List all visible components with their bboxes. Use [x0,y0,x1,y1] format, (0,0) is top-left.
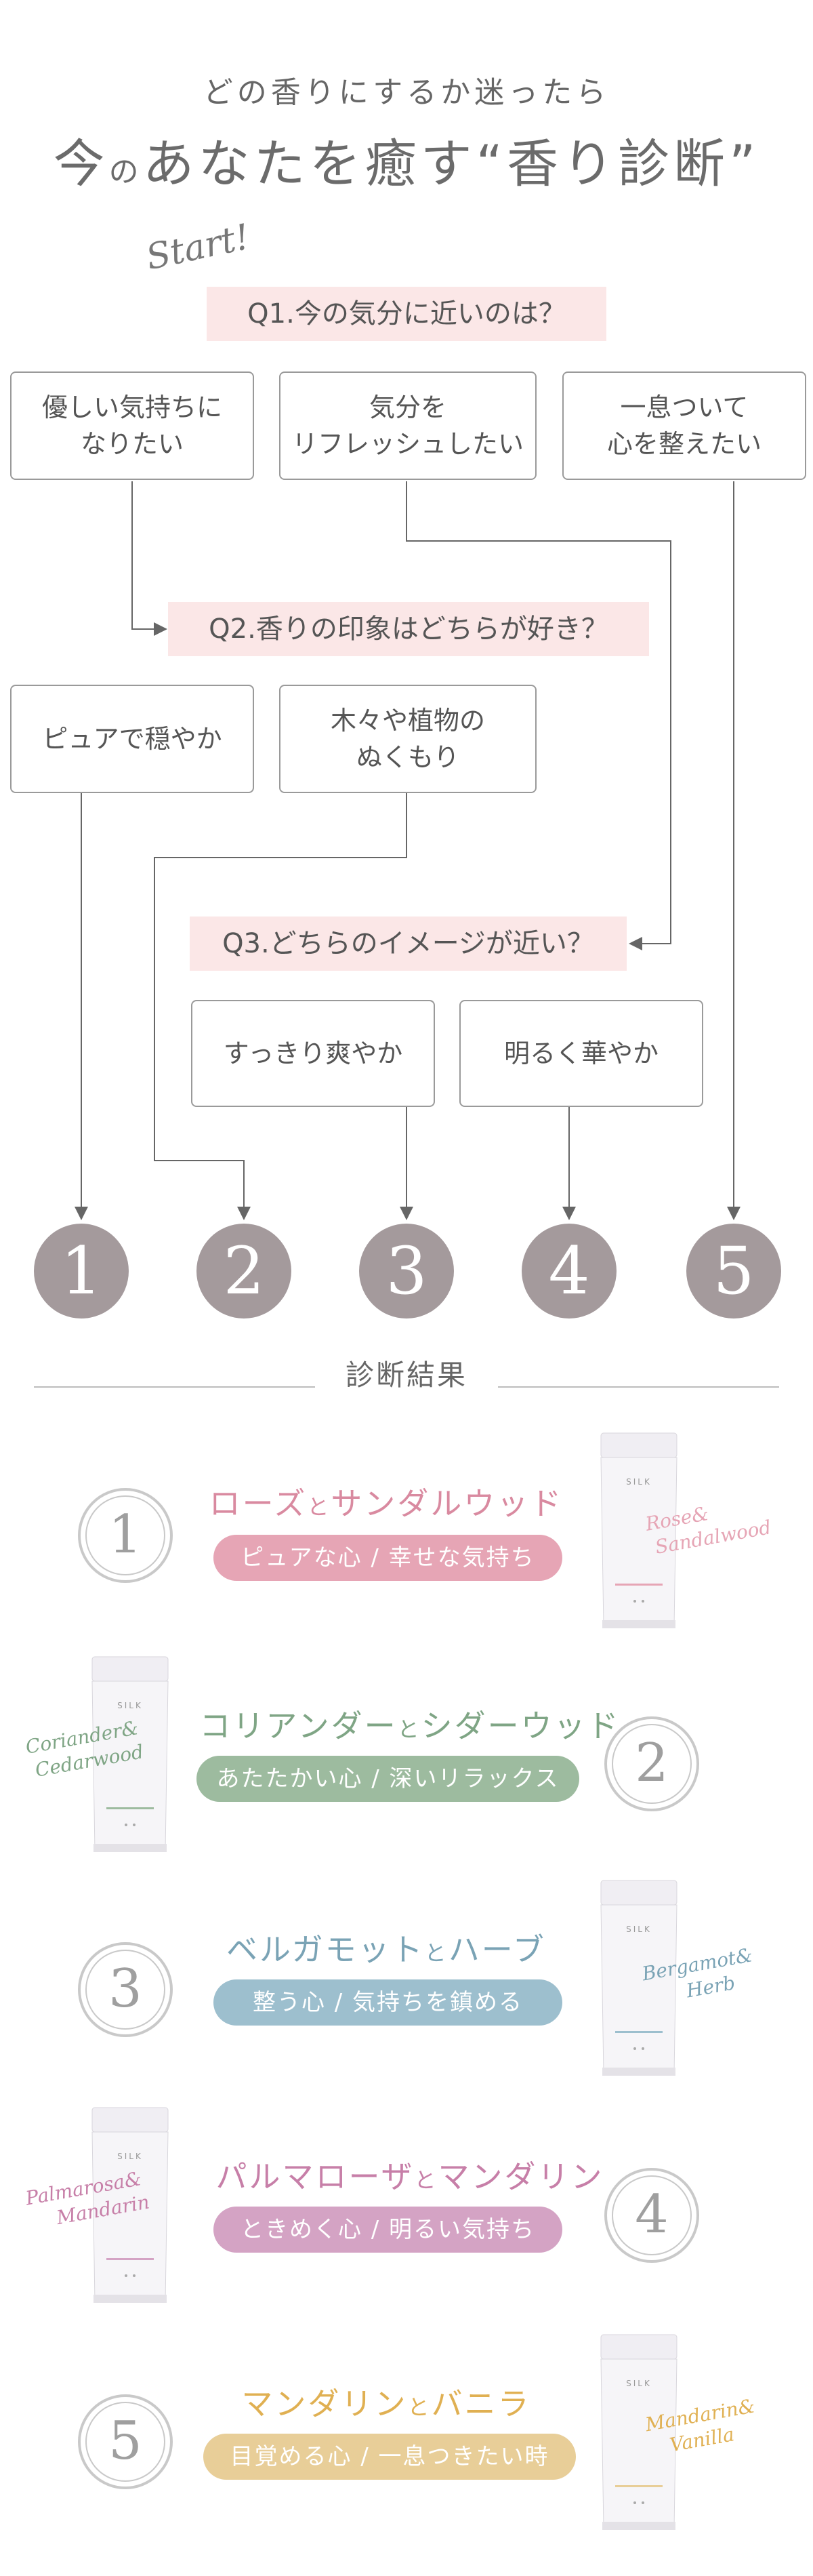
q1-option-2[interactable]: 気分を リフレッシュしたい [279,371,537,480]
result-1-name-a: ローズ [209,1485,308,1522]
result-4-product-image: SILK [89,2105,171,2311]
result-3-name-a: ベルガモット [226,1931,425,1968]
question-1: Q1.今の気分に近いのは？ [207,287,606,341]
divider-left [34,1386,315,1388]
result-3-name-b: ハーブ [448,1931,546,1968]
result-3-circle: 3 [78,1942,173,2037]
header-title-part2: あなたを癒す“香り診断” [142,134,760,194]
result-4-number: 4 [612,2175,692,2255]
result-1-brand: SILK [626,1477,652,1487]
result-number-3[interactable]: 3 [359,1224,454,1319]
q2-option-2[interactable]: 木々や植物の ぬくもり [279,685,537,793]
question-3: Q3.どちらのイメージが近い？ [190,917,627,971]
result-3-name: ベルガモットとハーブ [169,1925,603,1970]
result-1-circle: 1 [78,1488,173,1583]
result-5-tagline: 目覚める心 / 一息つきたい時 [203,2434,576,2480]
result-number-5[interactable]: 5 [686,1224,781,1319]
result-3-number: 3 [85,1950,165,2030]
flow-lines [75,481,741,1220]
result-1-to: と [307,1494,331,1520]
result-1-product-image: SILK [598,1430,680,1636]
result-4-name-a: パルマローザ [215,2158,415,2195]
result-4-to: と [414,2167,438,2193]
result-5-number: 5 [85,2402,165,2482]
result-4-name-b: マンダリン [438,2158,604,2195]
q1-option-3[interactable]: 一息ついて 心を整えたい [562,371,806,480]
result-5-brand: SILK [626,2379,652,2388]
result-5-product-image: SILK [598,2332,680,2538]
results-heading: 診断結果 [345,1359,467,1392]
q1-option-1[interactable]: 優しい気持ちに なりたい [10,371,254,480]
result-5-name: マンダリンとバニラ [169,2379,603,2424]
result-4-tagline: ときめく心 / 明るい気持ち [213,2207,562,2253]
result-2-circle: 2 [604,1716,699,1811]
q2-option-1[interactable]: ピュアで穏やか [10,685,254,793]
line-q1a-q2 [131,481,167,636]
header-title-small: の [108,155,143,189]
line-q1b-q3 [406,481,671,950]
result-1-tagline: ピュアな心 / 幸せな気持ち [213,1535,562,1581]
result-1-name: ローズとサンダルウッド [169,1479,603,1524]
result-number-1[interactable]: 1 [34,1224,129,1319]
q3-option-1[interactable]: すっきり爽やか [191,1000,435,1107]
result-1-name-b: サンダルウッド [331,1485,564,1522]
result-2-name-a: コリアンダー [199,1708,398,1744]
result-2-brand: SILK [117,1701,143,1710]
line-q2b-2 [154,793,407,1220]
result-5-to: と [407,2394,432,2420]
result-1-number: 1 [85,1495,165,1575]
result-2-name: コリアンダーとシダーウッド [173,1702,647,1746]
result-3-to: と [424,1940,449,1966]
q3-option-2[interactable]: 明るく華やか [459,1000,703,1107]
question-2: Q2.香りの印象はどちらが好き？ [168,602,649,656]
header-subtitle: どの香りにするか迷ったら [203,75,610,110]
result-5-name-b: バニラ [431,2386,531,2422]
result-3-product-image: SILK [598,1878,680,2084]
result-4-circle: 4 [604,2168,699,2263]
result-2-product-image: SILK [89,1654,171,1860]
header-title: 今のあなたを癒す“香り診断” [0,122,813,197]
divider-right [498,1386,779,1388]
result-5-name-a: マンダリン [241,2386,408,2422]
result-number-2[interactable]: 2 [196,1224,291,1319]
result-3-tagline: 整う心 / 気持ちを鎮める [213,1979,562,2026]
result-5-circle: 5 [78,2394,173,2489]
header-title-part1: 今 [53,134,109,194]
result-4-name: パルマローザとマンダリン [173,2152,647,2197]
result-2-to: と [397,1716,421,1742]
result-3-brand: SILK [626,1925,652,1934]
result-4-brand: SILK [117,2152,143,2161]
result-number-4[interactable]: 4 [522,1224,617,1319]
result-2-tagline: あたたかい心 / 深いリラックス [196,1756,579,1802]
result-2-name-b: シダーウッド [421,1708,621,1744]
result-2-number: 2 [612,1724,692,1804]
